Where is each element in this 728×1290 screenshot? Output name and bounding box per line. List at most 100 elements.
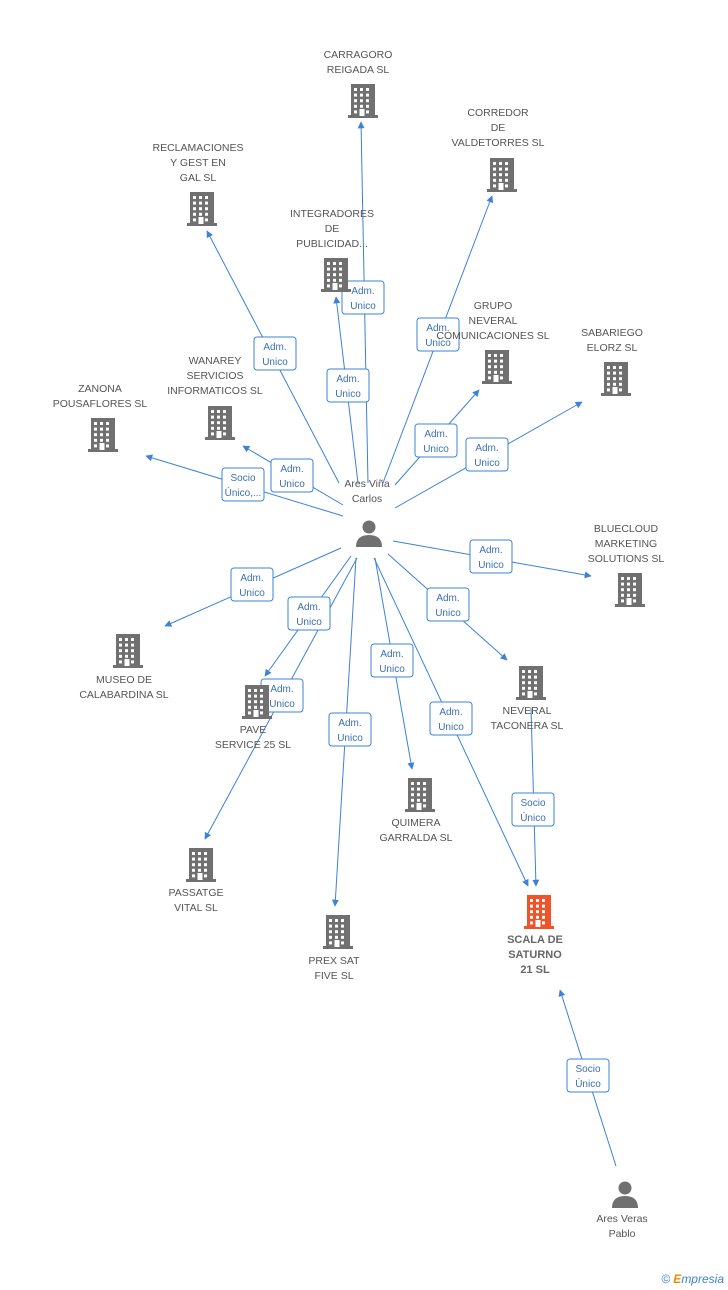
- edge-label-box[interactable]: [429, 701, 473, 736]
- edge-label-ares_carlos-to-carragoro[interactable]: Adm. Unico: [341, 280, 385, 315]
- building-icon: [113, 634, 143, 668]
- node-label: FIVE SL: [314, 970, 353, 982]
- edge-label-text: Único: [520, 811, 546, 824]
- building-icon: [482, 350, 512, 384]
- node-neveral_taconera[interactable]: NEVERAL TACONERA SL: [491, 666, 564, 732]
- edge-label-box[interactable]: [230, 567, 274, 602]
- node-label: Ares Viña: [344, 478, 389, 490]
- building-icon: [405, 778, 435, 812]
- edge-label-box[interactable]: [326, 368, 370, 403]
- edge-label-box[interactable]: [426, 587, 470, 622]
- edge-label-ares_carlos-to-integradores[interactable]: Adm.Unico: [326, 368, 370, 403]
- node-label: INFORMATICOS SL: [167, 385, 263, 397]
- edge-label-box[interactable]: [328, 712, 372, 747]
- edge-label-ares_carlos-to-pave[interactable]: Adm.Unico: [287, 596, 331, 631]
- edge-label-ares_carlos-to-sabariego[interactable]: Adm.Unico: [465, 437, 509, 472]
- node-label: BLUECLOUD: [594, 523, 659, 535]
- node-label: PAVE: [240, 724, 266, 736]
- edge-label-text: Adm.: [380, 649, 403, 660]
- edge-label-text: Único,...: [225, 486, 262, 499]
- edge-label-box[interactable]: [341, 280, 385, 315]
- edge-label-ares_carlos-to-bluecloud[interactable]: Adm.Unico: [469, 539, 513, 574]
- node-label: SOLUTIONS SL: [588, 553, 665, 565]
- edge-label-box[interactable]: [370, 643, 414, 678]
- edge-label-text: Adm.: [436, 593, 459, 604]
- edge-label-ares_carlos-to-neveral_taconera[interactable]: Adm. Unico: [426, 587, 470, 622]
- node-label: NEVERAL: [502, 705, 551, 717]
- edge-label-box[interactable]: [253, 336, 297, 371]
- edge-label-text: Adm.: [240, 573, 263, 584]
- edge-label-text: Adm.: [439, 707, 462, 718]
- edge-label-box[interactable]: [566, 1058, 610, 1093]
- edge-label-box[interactable]: [221, 467, 265, 502]
- edge-label-ares_carlos-to-corredor[interactable]: Adm.Unico: [416, 317, 460, 352]
- edge-label-box[interactable]: [414, 423, 458, 458]
- node-label: 21 SL: [520, 964, 550, 976]
- building-icon: [348, 84, 378, 118]
- building-icon: [615, 573, 645, 607]
- edge-label-box[interactable]: [287, 596, 331, 631]
- edge-label-text: Unico: [350, 301, 376, 312]
- edge-label-ares_carlos-to-quimera[interactable]: Adm. Unico: [370, 643, 414, 678]
- edge-label-text: Unico: [379, 664, 405, 675]
- node-scala[interactable]: SCALA DE SATURNO 21 SL: [507, 895, 563, 976]
- edge-label-text: Socio: [230, 473, 255, 484]
- edge-label-ares_carlos-to-museo[interactable]: Adm.Unico: [230, 567, 274, 602]
- edge-label-text: Único: [575, 1077, 601, 1090]
- node-label: Pablo: [609, 1228, 636, 1240]
- edge-label-box[interactable]: [511, 792, 555, 827]
- node-integradores[interactable]: INTEGRADORESDEPUBLICIDAD...: [290, 208, 374, 292]
- edge-label-text: Adm.: [424, 429, 447, 440]
- node-label: Carlos: [352, 493, 382, 505]
- node-label: GAL SL: [180, 172, 217, 184]
- edge-label-text: Adm.: [338, 718, 361, 729]
- node-label: ELORZ SL: [587, 342, 638, 354]
- edge-label-text: Unico: [296, 617, 322, 628]
- edge-label-text: Adm.: [351, 286, 374, 297]
- node-label: SATURNO: [508, 949, 562, 961]
- edge-label-ares_carlos-to-prex[interactable]: Adm.Unico: [328, 712, 372, 747]
- node-label: WANAREY: [189, 355, 242, 367]
- brand-initial: E: [673, 1272, 682, 1286]
- edge-label-ares_carlos-to-wanarey[interactable]: Adm.Unico: [270, 458, 314, 493]
- building-icon: [601, 362, 631, 396]
- node-label: QUIMERA: [391, 817, 440, 829]
- edge-label-box[interactable]: [416, 317, 460, 352]
- node-label: MARKETING: [595, 538, 657, 550]
- building-icon: [242, 685, 272, 719]
- node-bluecloud[interactable]: BLUECLOUD MARKETING SOLUTIONS SL: [588, 523, 665, 607]
- edge-label-text: Adm.: [336, 374, 359, 385]
- node-label: SCALA DE: [507, 934, 563, 946]
- edge-label-ares_carlos-to-scala[interactable]: Adm.Unico: [429, 701, 473, 736]
- building-icon: [187, 192, 217, 226]
- node-label: INTEGRADORES: [290, 208, 374, 220]
- edge-label-box[interactable]: [270, 458, 314, 493]
- edge-label-box[interactable]: [465, 437, 509, 472]
- edge-label-ares_carlos-to-reclamaciones[interactable]: Adm.Unico: [253, 336, 297, 371]
- node-label: TACONERA SL: [491, 720, 564, 732]
- edge-label-ares_carlos-to-zanona[interactable]: SocioÚnico,...: [221, 467, 265, 502]
- edge-label-text: Unico: [435, 608, 461, 619]
- edge-label-text: Unico: [262, 357, 288, 368]
- empresia-brand[interactable]: ©Empresia: [661, 1272, 724, 1286]
- edge-label-ares_carlos-to-grupo_neveral[interactable]: Adm.Unico: [414, 423, 458, 458]
- edge-label-box[interactable]: [469, 539, 513, 574]
